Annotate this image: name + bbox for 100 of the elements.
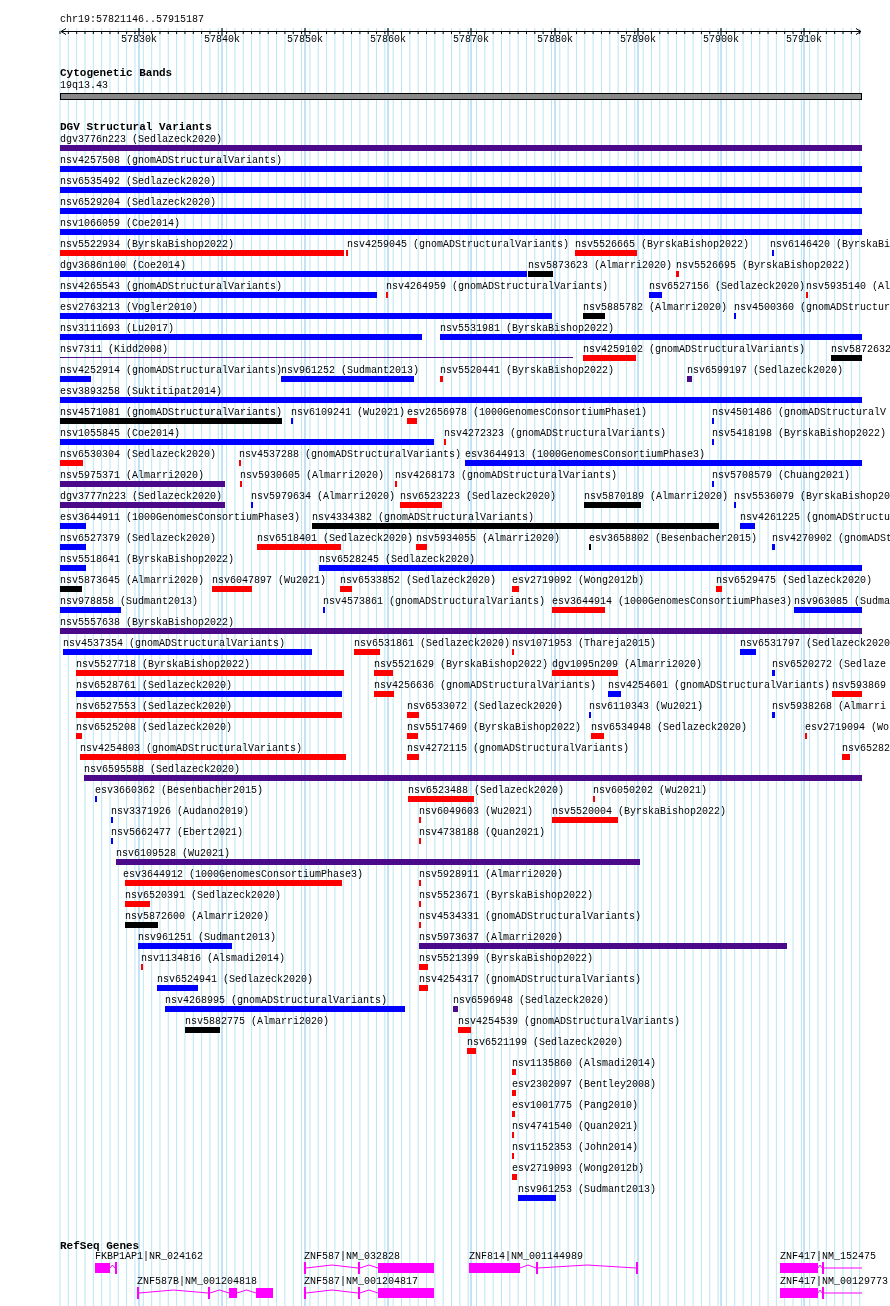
axis-tick-label: 57880k (537, 34, 573, 46)
gene-label: ZNF417|NM_00129773 (780, 1276, 889, 1288)
variant-label: nsv4261225 (gnomADStructu (740, 512, 890, 524)
variant-label: nsv4272323 (gnomADStructuralVariants) (444, 428, 667, 440)
variant-label: nsv6110343 (Wu2021) (589, 701, 704, 713)
variant-label: nsv4259045 (gnomADStructuralVariants) (347, 239, 570, 251)
variant-label: nsv4259102 (gnomADStructuralVariants) (583, 344, 806, 356)
variant-label: nsv6518401 (Sedlazeck2020) (257, 533, 414, 545)
variant-label: esv2763213 (Vogler2010) (60, 302, 199, 314)
variant-label: nsv5418198 (ByrskaBishop2022) (712, 428, 887, 440)
variant-label: nsv6049603 (Wu2021) (419, 806, 534, 818)
variant-label: nsv4501486 (gnomADStructuralV (712, 407, 887, 419)
variant-label: nsv4254317 (gnomADStructuralVariants) (419, 974, 642, 986)
track-title: DGV Structural Variants (60, 121, 212, 133)
gene-label: ZNF587B|NM_001204818 (137, 1276, 258, 1288)
axis-tick-label: 57910k (786, 34, 822, 46)
variant-label: nsv5520441 (ByrskaBishop2022) (440, 365, 615, 377)
variant-label: nsv6533072 (Sedlazeck2020) (407, 701, 564, 713)
gene-label: ZNF587|NM_001204817 (304, 1276, 419, 1288)
variant-label: nsv6529204 (Sedlazeck2020) (60, 197, 217, 209)
variant-label: nsv5885782 (Almarri2020) (583, 302, 728, 314)
variant-label: nsv1152353 (John2014) (512, 1142, 639, 1154)
variant-label: nsv5938268 (Almarri (772, 701, 887, 713)
variant-label: nsv5935140 (Al (806, 281, 890, 293)
variant-label: esv2302097 (Bentley2008) (512, 1079, 657, 1091)
variant-label: nsv6528245 (Sedlazeck2020) (319, 554, 476, 566)
variant-label: nsv5523671 (ByrskaBishop2022) (419, 890, 594, 902)
variant-label: nsv5531981 (ByrskaBishop2022) (440, 323, 615, 335)
variant-label: nsv6599197 (Sedlazeck2020) (687, 365, 844, 377)
variant-label: nsv5979634 (Almarri2020) (251, 491, 396, 503)
band-label: 19q13.43 (60, 80, 108, 92)
variant-label: nsv5973637 (Almarri2020) (419, 932, 564, 944)
gene-label: FKBP1AP1|NR_024162 (95, 1251, 204, 1263)
variant-label: nsv4741540 (Quan2021) (512, 1121, 639, 1133)
track-title: Cytogenetic Bands (60, 67, 173, 79)
variant-label: nsv4254601 (gnomADStructuralVariants) (608, 680, 831, 692)
variant-label: nsv5526665 (ByrskaBishop2022) (575, 239, 750, 251)
variant-label: nsv5872632 (831, 344, 890, 356)
variant-label: nsv6596948 (Sedlazeck2020) (453, 995, 610, 1007)
variant-label: nsv5527718 (ByrskaBishop2022) (76, 659, 251, 671)
variant-label: nsv6109241 (Wu2021) (291, 407, 406, 419)
variant-label: nsv5520004 (ByrskaBishop2022) (552, 806, 727, 818)
variant-label: nsv6523488 (Sedlazeck2020) (408, 785, 565, 797)
variant-label: nsv6527553 (Sedlazeck2020) (76, 701, 233, 713)
variant-label: nsv65282 (842, 743, 890, 755)
variant-label: nsv6524941 (Sedlazeck2020) (157, 974, 314, 986)
variant-label: nsv1135860 (Alsmadi2014) (512, 1058, 657, 1070)
variant-label: esv3644911 (1000GenomesConsortiumPhase3) (60, 512, 301, 524)
variant-label: nsv5928911 (Almarri2020) (419, 869, 564, 881)
variant-label: nsv5873623 (Almarri2020) (528, 260, 673, 272)
variant-label: nsv5872600 (Almarri2020) (125, 911, 270, 923)
variant-label: nsv4254539 (gnomADStructuralVariants) (458, 1016, 681, 1028)
variant-label: nsv7311 (Kidd2008) (60, 344, 169, 356)
variant-label: nsv6530304 (Sedlazeck2020) (60, 449, 217, 461)
variant-label: nsv4537288 (gnomADStructuralVariants) (239, 449, 462, 461)
variant-label: nsv4252914 (gnomADStructuralVariants) (60, 365, 283, 377)
axis-tick-label: 57850k (287, 34, 323, 46)
variant-label: nsv961251 (Sudmant2013) (138, 932, 277, 944)
variant-label: nsv6529475 (Sedlazeck2020) (716, 575, 873, 587)
variant-label: nsv3371926 (Audano2019) (111, 806, 250, 818)
variant-label: nsv4268173 (gnomADStructuralVariants) (395, 470, 618, 482)
variant-label: nsv4272115 (gnomADStructuralVariants) (407, 743, 630, 755)
variant-label: nsv4334382 (gnomADStructuralVariants) (312, 512, 535, 524)
axis-tick-label: 57830k (121, 34, 157, 46)
variant-label: nsv5526695 (ByrskaBishop2022) (676, 260, 851, 272)
axis-tick-label: 57840k (204, 34, 240, 46)
variant-label: esv3893258 (Suktitipat2014) (60, 386, 223, 398)
variant-label: esv3660362 (Besenbacher2015) (95, 785, 264, 797)
variant-label: nsv4257508 (gnomADStructuralVariants) (60, 155, 283, 167)
variant-label: nsv4534331 (gnomADStructuralVariants) (419, 911, 642, 923)
variant-label: nsv3111693 (Lu2017) (60, 323, 175, 335)
gene-label: ZNF417|NM_152475 (780, 1251, 876, 1263)
track-title: RefSeq Genes (60, 1240, 140, 1252)
variant-label: nsv5522934 (ByrskaBishop2022) (60, 239, 235, 251)
variant-label: dgv1095n209 (Almarri2020) (552, 659, 703, 671)
variant-label: nsv5521629 (ByrskaBishop2022) (374, 659, 549, 671)
variant-label: nsv6527379 (Sedlazeck2020) (60, 533, 217, 545)
position-label: chr19:57821146..57915187 (60, 14, 205, 26)
variant-label: esv3658802 (Besenbacher2015) (589, 533, 758, 545)
variant-label: nsv5557638 (ByrskaBishop2022) (60, 617, 235, 629)
variant-label: nsv6535492 (Sedlazeck2020) (60, 176, 217, 188)
variant-label: nsv6047897 (Wu2021) (212, 575, 327, 587)
variant-label: nsv6595588 (Sedlazeck2020) (84, 764, 241, 776)
variant-label: nsv5873645 (Almarri2020) (60, 575, 205, 587)
variant-label: esv3644913 (1000GenomesConsortiumPhase3) (465, 449, 706, 461)
variant-label: dgv3686n100 (Coe2014) (60, 260, 187, 272)
variant-label: esv2719093 (Wong2012b) (512, 1163, 645, 1175)
variant-label: nsv1066059 (Coe2014) (60, 218, 181, 230)
variant-label: nsv5662477 (Ebert2021) (111, 827, 244, 839)
variant-label: nsv5882775 (Almarri2020) (185, 1016, 330, 1028)
variant-label: nsv6050202 (Wu2021) (593, 785, 708, 797)
variant-label: nsv5536079 (ByrskaBishop20 (734, 491, 890, 503)
variant-label: dgv3777n223 (Sedlazeck2020) (60, 491, 223, 503)
variant-label: nsv6533852 (Sedlazeck2020) (340, 575, 497, 587)
variant-label: nsv4256636 (gnomADStructuralVariants) (374, 680, 597, 692)
variant-label: nsv4264959 (gnomADStructuralVariants) (386, 281, 609, 293)
axis-tick-label: 57870k (453, 34, 489, 46)
variant-label: esv2719094 (Wo (805, 722, 889, 734)
variant-label: nsv4500360 (gnomADStructur (734, 302, 890, 314)
variant-label: nsv5521399 (ByrskaBishop2022) (419, 953, 594, 965)
